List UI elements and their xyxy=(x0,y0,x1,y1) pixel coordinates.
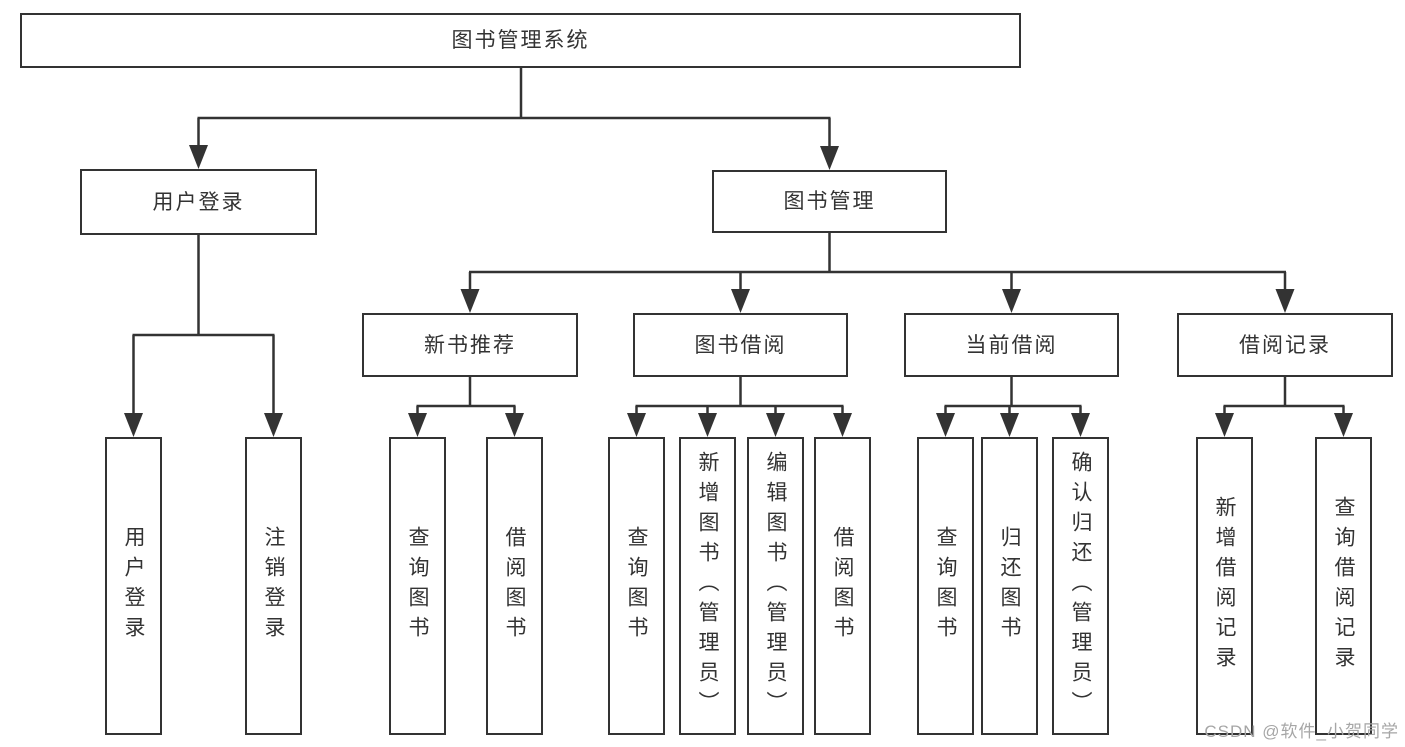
leaf-user-login: 用户登录 xyxy=(105,437,162,735)
leaf-query-borrow-record: 查询借阅记录 xyxy=(1315,437,1372,735)
node-user-login: 用户登录 xyxy=(80,169,317,235)
arrowheads xyxy=(124,145,1353,437)
leaf-add-book-admin: 新增图书（管理员） xyxy=(679,437,736,735)
leaf-query-books-borrowing: 查询图书 xyxy=(608,437,665,735)
node-current-borrowing: 当前借阅 xyxy=(904,313,1119,377)
node-borrowing-records: 借阅记录 xyxy=(1177,313,1393,377)
leaf-confirm-return-admin: 确认归还（管理员） xyxy=(1052,437,1109,735)
node-book-borrowing: 图书借阅 xyxy=(633,313,848,377)
node-book-management: 图书管理 xyxy=(712,170,947,233)
leaf-logout: 注销登录 xyxy=(245,437,302,735)
csdn-watermark: CSDN @软件_小贺同学 xyxy=(1204,722,1399,741)
leaf-add-borrow-record: 新增借阅记录 xyxy=(1196,437,1253,735)
leaf-borrow-books: 借阅图书 xyxy=(814,437,871,735)
node-new-book-recommendation: 新书推荐 xyxy=(362,313,578,377)
leaf-query-books-recommend: 查询图书 xyxy=(389,437,446,735)
leaf-borrow-books-recommend: 借阅图书 xyxy=(486,437,543,735)
leaf-return-books: 归还图书 xyxy=(981,437,1038,735)
leaf-query-books-current: 查询图书 xyxy=(917,437,974,735)
node-library-system: 图书管理系统 xyxy=(20,13,1021,68)
leaf-edit-book-admin: 编辑图书（管理员） xyxy=(747,437,804,735)
